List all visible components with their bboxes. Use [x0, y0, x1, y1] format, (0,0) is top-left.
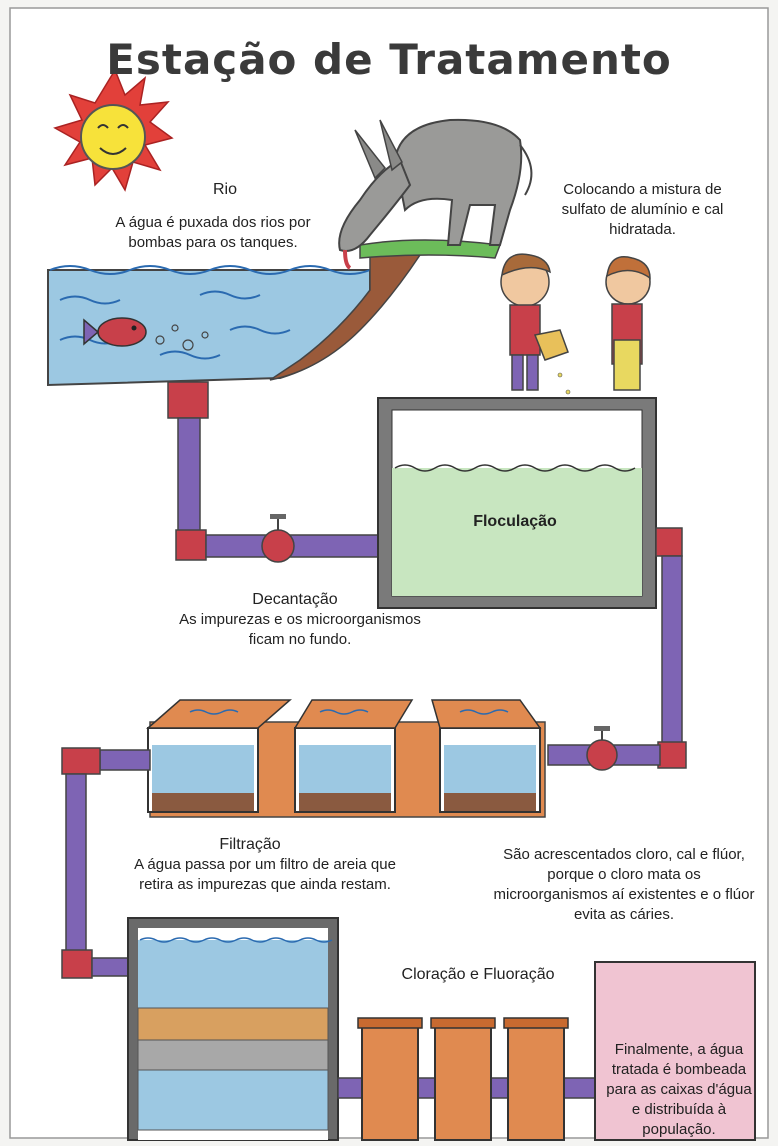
floculacao-heading: Floculação: [440, 512, 590, 532]
decantacao-text: As impurezas e os microorganismos ficam …: [165, 610, 435, 650]
rio-heading: Rio: [175, 180, 275, 200]
decantacao-heading: Decantação: [220, 590, 370, 610]
decantation-tanks: [148, 700, 545, 817]
rio-text: A água é puxada dos rios por bombas para…: [108, 213, 318, 253]
page-title: Estação de Tratamento: [0, 35, 778, 84]
cloro-text: São acrescentados cloro, cal e flúor, po…: [490, 845, 758, 925]
filtracao-text: A água passa por um filtro de areia que …: [115, 855, 415, 895]
filtracao-heading: Filtração: [180, 835, 320, 855]
final-text: Finalmente, a água tratada é bombeada pa…: [605, 1040, 753, 1140]
decantation-tank-3: [432, 700, 540, 812]
mistura-text: Colocando a mistura de sulfato de alumín…: [555, 180, 730, 240]
grass-ledge: [360, 240, 500, 258]
chlorination-tanks: [338, 1018, 598, 1140]
decantation-tank-2: [295, 700, 412, 812]
filtration-tank: [128, 918, 338, 1140]
cloracao-heading: Cloração e Fluoração: [378, 965, 578, 985]
flocculation-tank: [378, 398, 656, 608]
